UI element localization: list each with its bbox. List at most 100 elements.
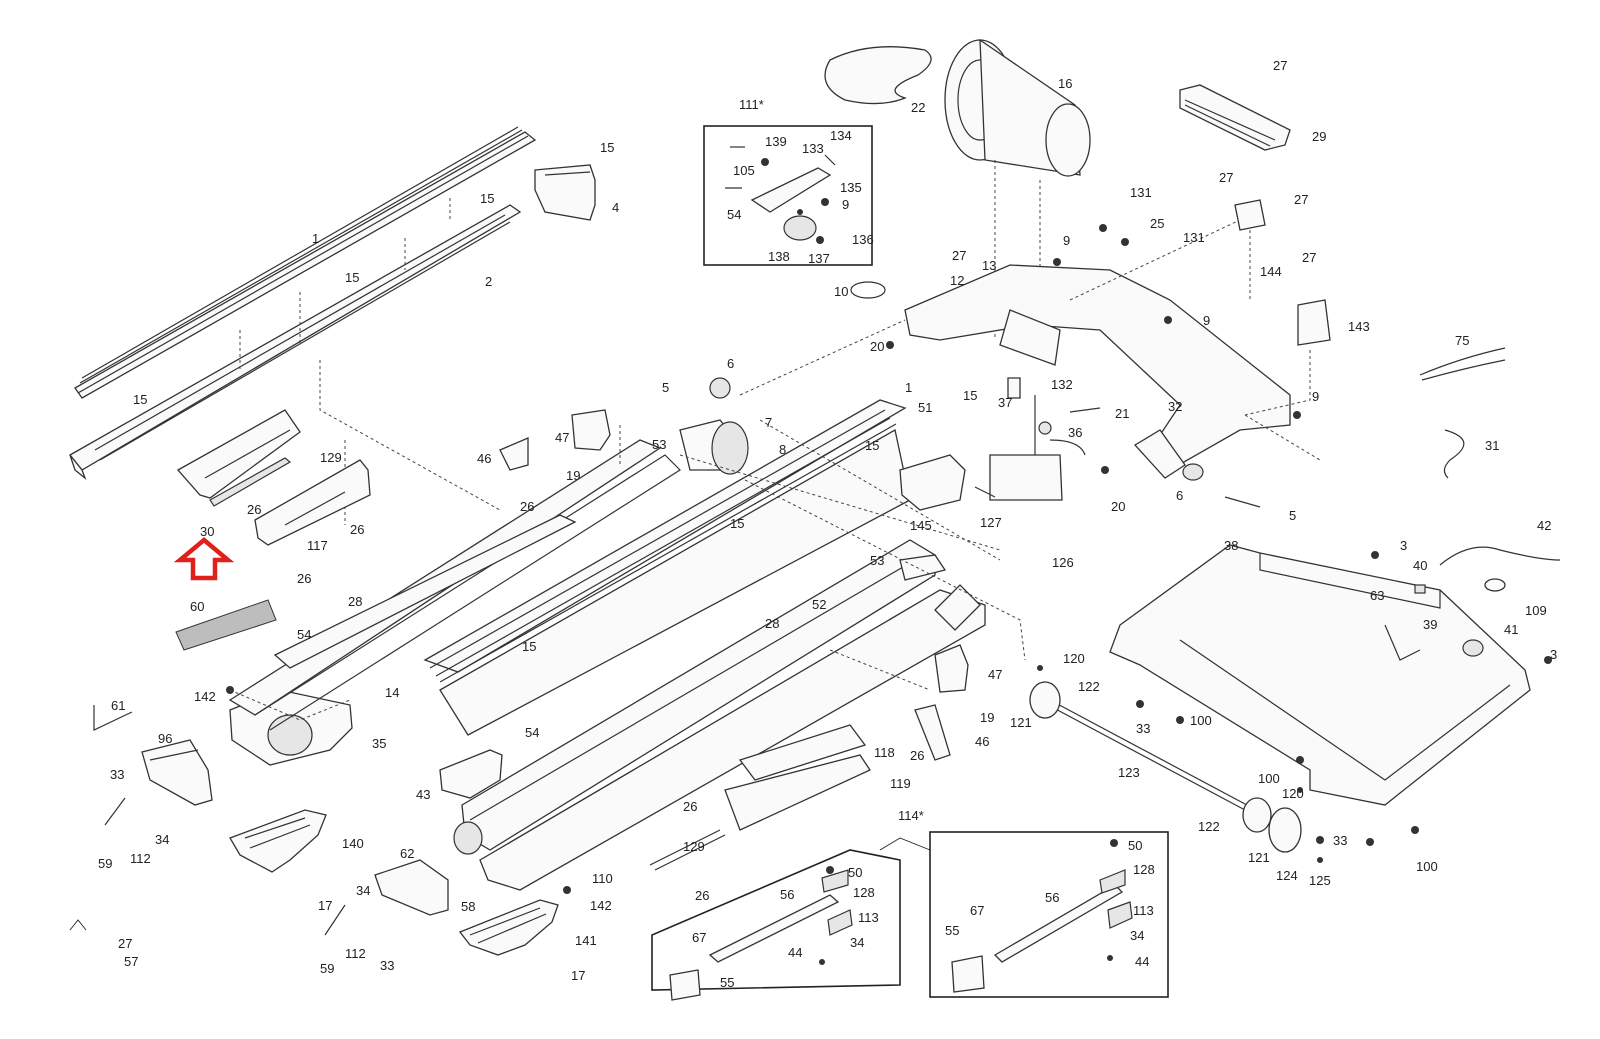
callout-27: 27 — [118, 936, 132, 951]
callout-39: 39 — [1423, 617, 1437, 632]
callout-134: 134 — [830, 128, 852, 143]
callout-141: 141 — [575, 933, 597, 948]
callout-28: 28 — [765, 616, 779, 631]
callout-5: 5 — [1289, 508, 1296, 523]
callout-113: 113 — [858, 910, 879, 925]
callout-27: 27 — [952, 248, 966, 263]
left-rail-assembly — [69, 126, 596, 651]
callout-61: 61 — [111, 698, 125, 713]
callout-29: 29 — [1312, 129, 1326, 144]
callout-117: 117 — [307, 538, 328, 553]
callout-32: 32 — [1168, 399, 1182, 414]
lower-boxes — [651, 831, 1169, 1001]
callout-26: 26 — [297, 571, 311, 586]
callout-129: 129 — [683, 839, 705, 854]
callout-132: 132 — [1051, 377, 1073, 392]
up-arrow-icon — [173, 537, 235, 581]
callout-131: 131 — [1130, 185, 1152, 200]
callout-53: 53 — [652, 437, 666, 452]
callout-121: 121 — [1248, 850, 1270, 865]
callout-21: 21 — [1115, 406, 1129, 421]
callout-138: 138 — [768, 249, 790, 264]
callout-109: 109 — [1525, 603, 1547, 618]
callout-75: 75 — [1455, 333, 1469, 348]
callout-26: 26 — [520, 499, 534, 514]
callout-28: 28 — [348, 594, 362, 609]
callout-30: 30 — [200, 524, 214, 539]
callout-17: 17 — [318, 898, 332, 913]
callout-100: 100 — [1416, 859, 1438, 874]
callout-142: 142 — [194, 689, 216, 704]
callout-67: 67 — [970, 903, 984, 918]
callout-54: 54 — [297, 627, 311, 642]
callout-8: 8 — [779, 442, 786, 457]
callout-54: 54 — [727, 207, 741, 222]
callout-6: 6 — [727, 356, 734, 371]
motor-frame-assembly — [739, 38, 1321, 508]
callout-46: 46 — [477, 451, 491, 466]
callout-13: 13 — [982, 258, 996, 273]
callout-123: 123 — [1118, 765, 1140, 780]
callout-121: 121 — [1010, 715, 1032, 730]
callout-127: 127 — [980, 515, 1002, 530]
callout-19: 19 — [566, 468, 580, 483]
callout-41: 41 — [1504, 622, 1518, 637]
callout-50: 50 — [848, 865, 862, 880]
callout-16: 16 — [1058, 76, 1072, 91]
callout-27: 27 — [1273, 58, 1287, 73]
callout-145: 145 — [910, 518, 932, 533]
callout-52: 52 — [812, 597, 826, 612]
axle-assembly — [1029, 665, 1323, 863]
callout-122: 122 — [1078, 679, 1100, 694]
callout-9: 9 — [1312, 389, 1319, 404]
callout-128: 128 — [853, 885, 875, 900]
callout-25: 25 — [1150, 216, 1164, 231]
callout-114: 114* — [898, 808, 924, 823]
callout-15: 15 — [730, 516, 744, 531]
callout-22: 22 — [911, 100, 925, 115]
callout-34: 34 — [155, 832, 169, 847]
callout-63: 63 — [1370, 588, 1384, 603]
callout-3: 3 — [1550, 647, 1557, 662]
box-111 — [703, 125, 873, 266]
callout-20: 20 — [1111, 499, 1125, 514]
callout-10: 10 — [834, 284, 848, 299]
callout-40: 40 — [1413, 558, 1427, 573]
callout-110: 110 — [592, 871, 613, 886]
callout-133: 133 — [802, 141, 824, 156]
callout-7: 7 — [765, 415, 772, 430]
callout-3: 3 — [1400, 538, 1407, 553]
callout-9: 9 — [1203, 313, 1210, 328]
callout-96: 96 — [158, 731, 172, 746]
callout-6: 6 — [1176, 488, 1183, 503]
callout-59: 59 — [320, 961, 334, 976]
callout-143: 143 — [1348, 319, 1370, 334]
callout-33: 33 — [110, 767, 124, 782]
callout-47: 47 — [555, 430, 569, 445]
callout-54: 54 — [525, 725, 539, 740]
callout-26: 26 — [350, 522, 364, 537]
callout-112: 112 — [345, 946, 366, 961]
callout-1: 1 — [312, 231, 319, 246]
callout-26: 26 — [910, 748, 924, 763]
callout-43: 43 — [416, 787, 430, 802]
callout-142: 142 — [590, 898, 612, 913]
callout-62: 62 — [400, 846, 414, 861]
callout-119: 119 — [890, 776, 911, 791]
deck-frame-assembly — [228, 377, 1026, 891]
callout-15: 15 — [963, 388, 977, 403]
callout-27: 27 — [1302, 250, 1316, 265]
callout-17: 17 — [571, 968, 585, 983]
callout-100: 100 — [1258, 771, 1280, 786]
callout-15: 15 — [133, 392, 147, 407]
callout-15: 15 — [480, 191, 494, 206]
callout-46: 46 — [975, 734, 989, 749]
callout-15: 15 — [865, 438, 879, 453]
callout-35: 35 — [372, 736, 386, 751]
callout-27: 27 — [1219, 170, 1233, 185]
callout-36: 36 — [1068, 425, 1082, 440]
callout-55: 55 — [945, 923, 959, 938]
callout-42: 42 — [1537, 518, 1551, 533]
callout-26: 26 — [683, 799, 697, 814]
callout-44: 44 — [788, 945, 802, 960]
